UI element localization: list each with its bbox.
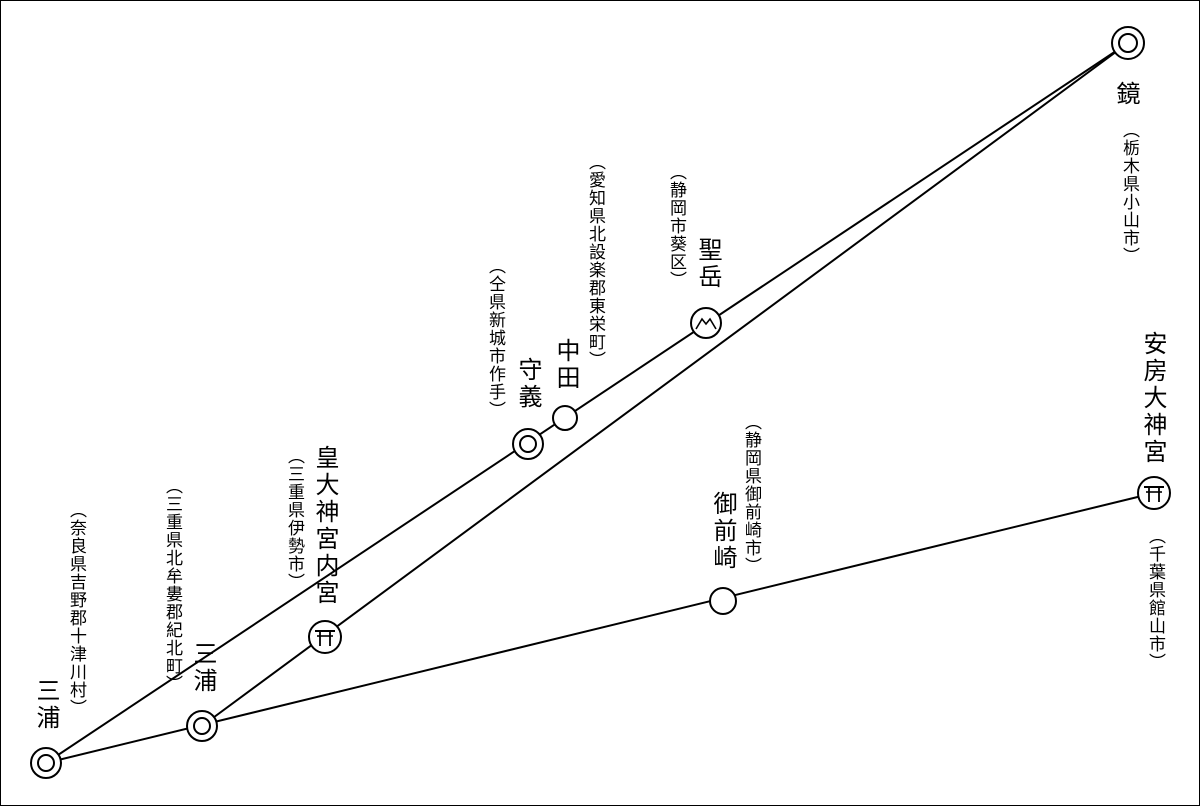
kagami-marker: [1111, 26, 1145, 60]
omaezaki-area: （静岡県御前崎市）: [741, 413, 761, 575]
line-miura-awa: [45, 492, 1155, 764]
miura-mie-area: （三重県北牟婁郡紀北町）: [162, 477, 182, 693]
omaezaki-name: 御前崎: [709, 491, 737, 572]
moriyoshi-marker: [512, 428, 544, 460]
awa-jinja-area: （千葉県館山市）: [1145, 527, 1165, 671]
nakata-marker: [552, 405, 578, 431]
miura-nara-area: （奈良県吉野郡十津川村）: [66, 501, 86, 717]
torii-icon: [308, 620, 342, 654]
seigaku-name: 聖岳: [694, 237, 722, 291]
mountain-icon: [690, 307, 722, 339]
torii-icon: [1137, 476, 1171, 510]
miura-nara-name: 三浦: [32, 678, 60, 732]
miura-nara-marker: [30, 747, 62, 779]
nakata-area: （愛知県北設楽郡東栄町）: [585, 153, 605, 369]
moriyoshi-name: 守義: [514, 357, 542, 411]
kagami-area: （栃木県小山市）: [1119, 121, 1139, 265]
kotai-jingu-name: 皇大神宮内宮: [311, 445, 339, 607]
kagami-name: 鏡: [1112, 81, 1140, 108]
miura-mie-marker: [186, 710, 218, 742]
miura-mie-name: 三浦: [189, 641, 217, 695]
seigaku-area: （静岡市葵区）: [666, 163, 686, 289]
kotai-jingu-area: （三重県伊勢市）: [284, 447, 304, 591]
awa-jinja-name: 安房大神宮: [1139, 331, 1167, 466]
line-miura-kagami: [45, 42, 1129, 764]
moriyoshi-area: （仝県新城市作手）: [485, 257, 505, 419]
nakata-name: 中田: [552, 338, 580, 392]
line-miura2-kagami: [201, 42, 1129, 727]
omaezaki-marker: [709, 587, 737, 615]
